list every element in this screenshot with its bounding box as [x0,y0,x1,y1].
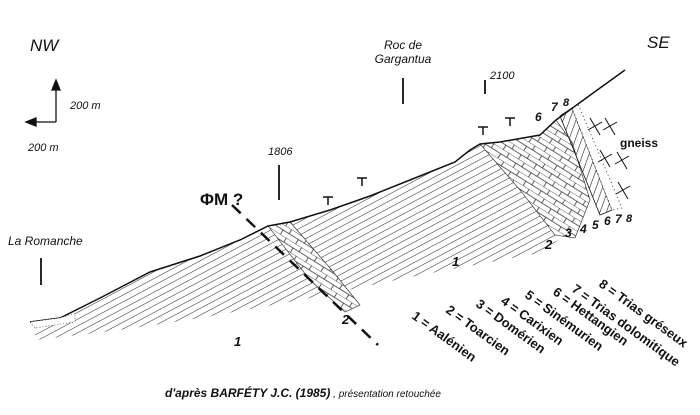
fault-label: ΦM ? [200,190,244,209]
layer-number: 1 [452,254,460,269]
river-label: La Romanche [8,234,83,248]
scale-arrows [24,78,61,127]
layer-number: 4 [580,222,587,236]
layer-number: 3 [565,226,572,240]
fault-line [231,204,379,346]
summit-label: Roc de Gargantua [374,38,432,66]
layer-number: 5 [592,218,599,232]
layer-number: 2 [545,237,553,252]
gneiss-label: gneiss [620,136,659,150]
alluvium [29,312,76,329]
caption-author: d'après BARFÉTY J.C. (1985) [165,386,331,400]
layer-number: 1 [234,334,242,349]
se-label: SE [647,33,670,52]
layer-number: 6 [535,110,542,124]
altitude-1806: 1806 [268,146,293,158]
layer-number: 8 [563,97,570,109]
vertical-scale-label: 200 m [70,100,101,112]
layer-number: 2 [342,312,350,327]
layer-number: 7 [615,212,622,226]
caption-note: , présentation retouchée [330,389,441,400]
layer-number: 7 [551,100,558,114]
layer-number: 8 [626,213,633,225]
dip-symbols [323,117,515,205]
nw-label: NW [30,36,59,55]
caption: d'après BARFÉTY J.C. (1985) , présentati… [165,386,441,400]
gneiss-symbols [587,117,631,200]
horizontal-scale-label: 200 m [28,142,59,154]
layer-number: 6 [604,214,611,228]
altitude-2100: 2100 [490,70,515,82]
ground-profile [29,69,626,323]
